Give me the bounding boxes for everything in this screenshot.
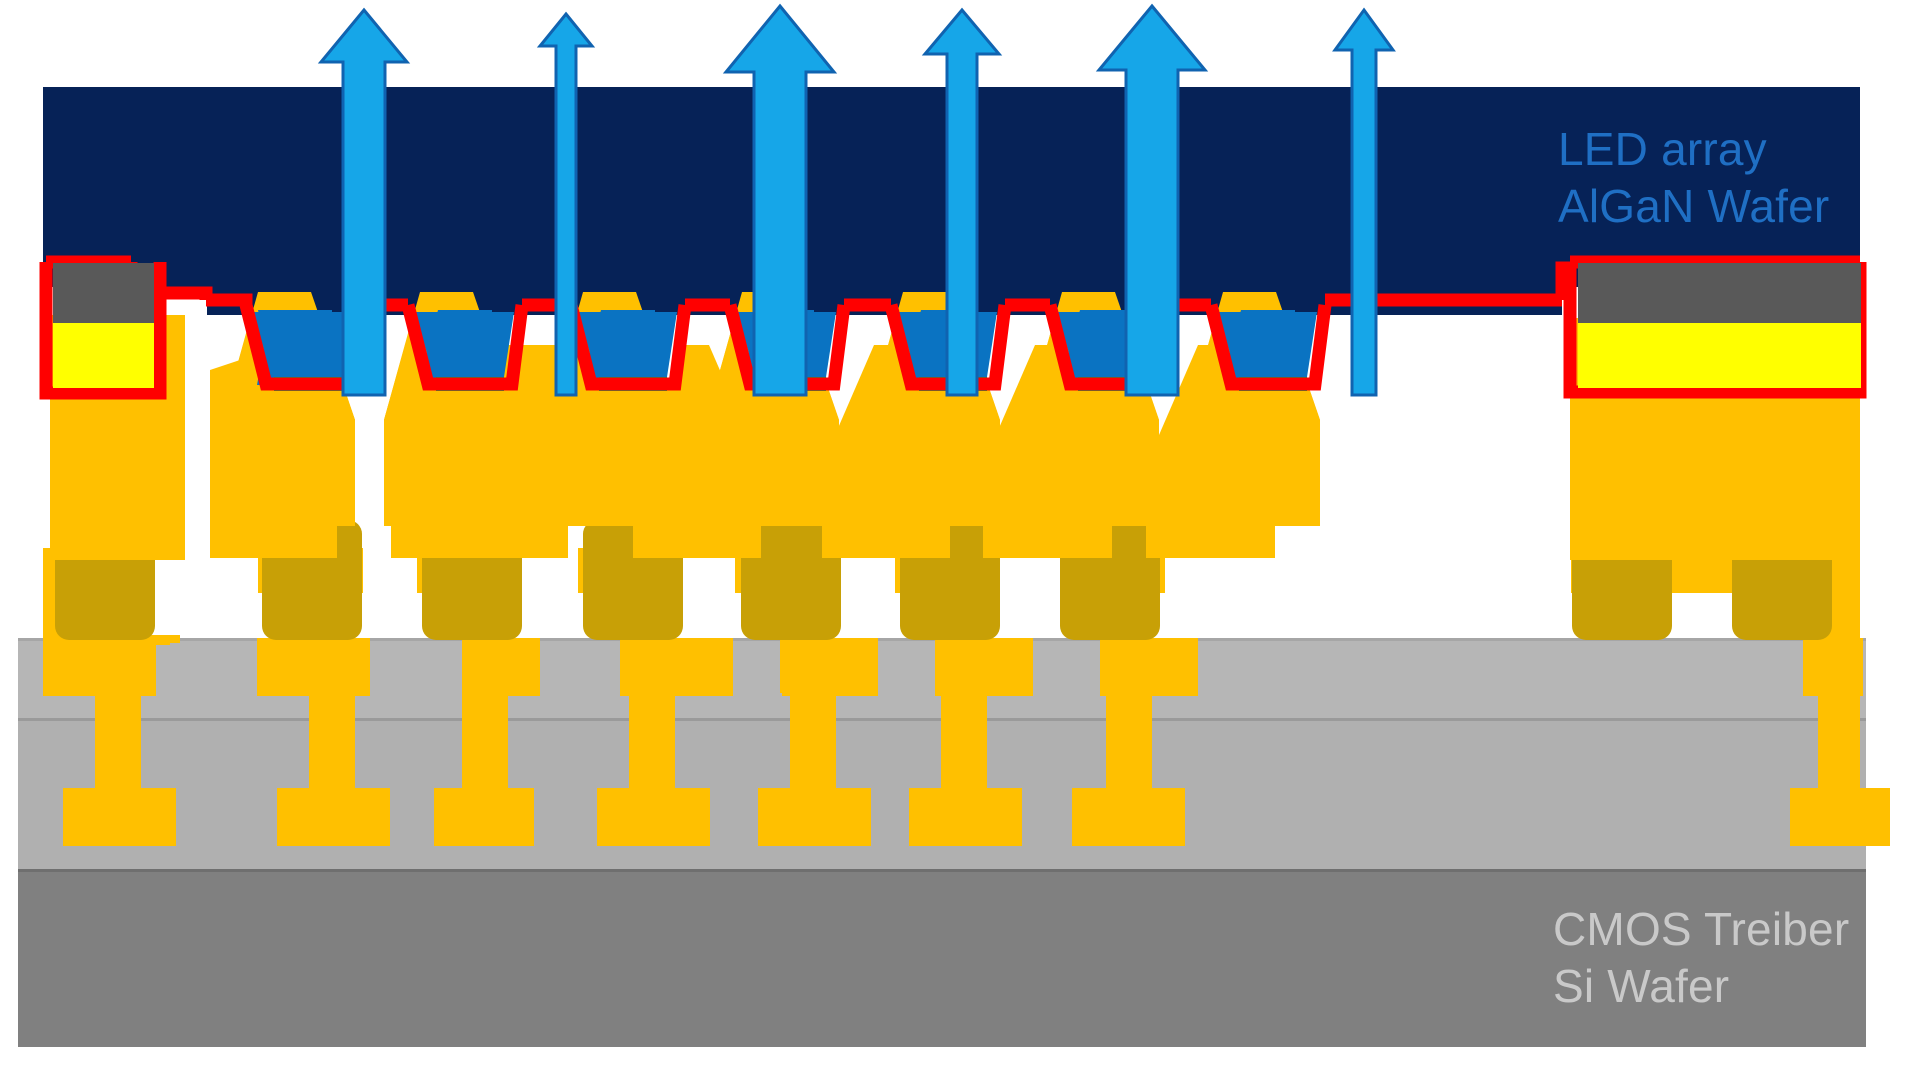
- left-bondpad-passivation: [39, 262, 167, 400]
- emission-arrow: [1332, 7, 1396, 397]
- passivation-outline: [1204, 303, 1332, 391]
- bondpad-yellow-block: [53, 323, 154, 388]
- bondpad-yellow-block: [1578, 323, 1861, 388]
- label-algan-wafer: AlGaN Wafer: [1558, 180, 1829, 232]
- bondpad-gray-block: [1578, 263, 1861, 323]
- passivation-outline: [401, 303, 529, 391]
- emission-arrow: [921, 7, 1003, 397]
- bondpad-gray-block: [53, 263, 154, 323]
- bond-pad-right: [1578, 263, 1861, 388]
- algan-epi-region: [207, 87, 1562, 315]
- emission-arrow: [317, 7, 411, 397]
- cmos-layer-divider-3: [18, 869, 1866, 872]
- label-si-wafer: Si Wafer: [1553, 960, 1729, 1012]
- micro-bump: [741, 520, 841, 640]
- light-emission-arrows: [317, 3, 1396, 397]
- si-wafer-substrate: [18, 872, 1866, 1047]
- emission-arrow: [722, 3, 838, 397]
- passivation-left-step: [206, 293, 253, 307]
- emission-arrow: [536, 11, 596, 397]
- label-led-array: LED array: [1558, 123, 1767, 175]
- emission-arrow: [1095, 3, 1209, 397]
- bond-pad-left: [53, 263, 154, 388]
- passivation-outline: [564, 303, 692, 391]
- label-cmos-treiber: CMOS Treiber: [1553, 903, 1849, 955]
